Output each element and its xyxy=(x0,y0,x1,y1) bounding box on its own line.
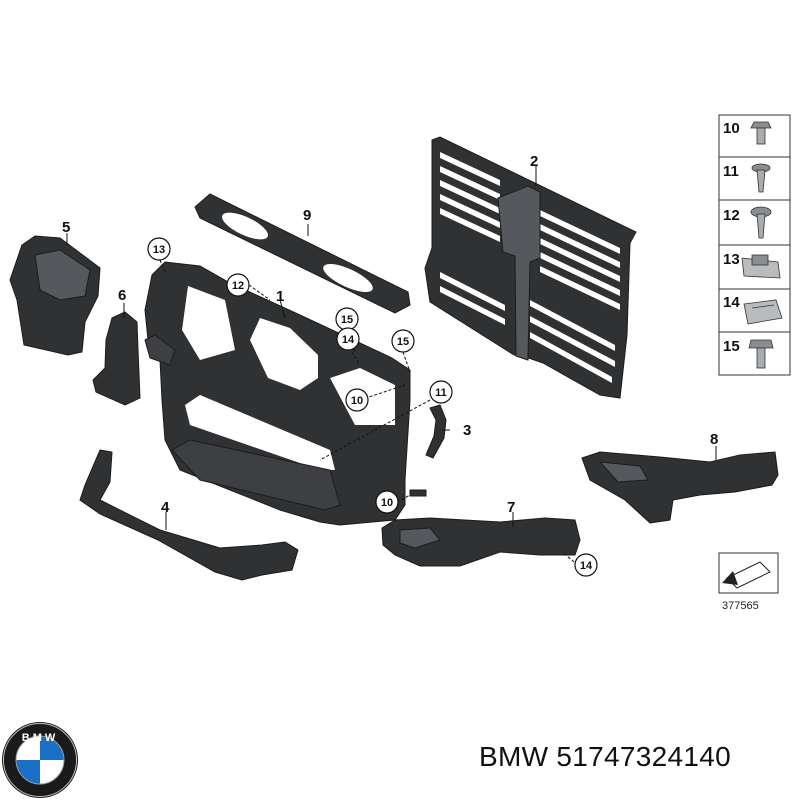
part-7-brake-duct xyxy=(381,517,581,567)
part-4-lower-air-guide xyxy=(79,449,299,581)
circled-callout-14-a: 14 xyxy=(336,327,360,351)
reference-number: 377565 xyxy=(722,600,759,612)
svg-text:15: 15 xyxy=(397,336,409,348)
leader-lines xyxy=(66,166,717,566)
circled-callout-13: 13 xyxy=(147,237,171,261)
screw-11-icon xyxy=(751,163,771,193)
part-5-air-duct-left xyxy=(9,235,101,356)
callout-5: 5 xyxy=(62,219,70,236)
svg-text:15: 15 xyxy=(341,314,353,326)
screw-10-icon xyxy=(750,121,772,145)
circled-callout-11: 11 xyxy=(429,380,453,404)
legend-item-13: 13 xyxy=(723,251,740,268)
legend-item-12: 12 xyxy=(723,207,740,224)
circled-callout-14-b: 14 xyxy=(574,553,598,577)
circled-callout-10-a: 10 xyxy=(345,388,369,412)
reference-symbol xyxy=(718,552,779,594)
callout-6: 6 xyxy=(118,287,126,304)
callout-4: 4 xyxy=(161,499,170,516)
svg-text:14: 14 xyxy=(580,560,593,572)
circled-callout-15-a: 15 xyxy=(335,307,359,331)
circled-callout-15-b: 15 xyxy=(391,329,415,353)
part-1-front-carrier xyxy=(144,261,411,526)
svg-text:10: 10 xyxy=(351,395,363,407)
spring-clip-14-icon xyxy=(743,299,783,325)
screw-15-icon xyxy=(748,339,774,369)
callout-1: 1 xyxy=(276,288,284,305)
fastener-legend: 10 11 12 13 14 15 xyxy=(718,114,791,376)
svg-text:10: 10 xyxy=(381,497,393,509)
legend-item-10: 10 xyxy=(723,120,740,137)
circled-callout-10-b: 10 xyxy=(375,490,399,514)
clip-nut-13-icon xyxy=(741,254,781,279)
legend-item-11: 11 xyxy=(723,163,739,180)
legend-item-15: 15 xyxy=(723,338,740,355)
part-8-air-duct-right xyxy=(581,451,779,524)
part-2-shutter-frame xyxy=(424,136,637,399)
callout-9: 9 xyxy=(303,207,311,224)
part-6-bracket xyxy=(92,311,141,406)
circled-callout-12: 12 xyxy=(226,273,250,297)
svg-text:14: 14 xyxy=(342,334,355,346)
part-number-caption: BMW 51747324140 xyxy=(479,741,732,772)
screw-12-icon xyxy=(750,206,772,239)
callout-3: 3 xyxy=(463,422,471,439)
part-3-side-bracket xyxy=(425,404,447,459)
svg-text:11: 11 xyxy=(435,387,447,399)
fastener-10-lower xyxy=(409,489,427,497)
bmw-logo: BMW xyxy=(2,722,78,798)
callout-7: 7 xyxy=(507,499,515,516)
legend-item-14: 14 xyxy=(723,294,740,311)
callout-2: 2 xyxy=(530,153,538,170)
svg-text:12: 12 xyxy=(232,280,244,292)
svg-text:13: 13 xyxy=(153,244,165,256)
callout-8: 8 xyxy=(710,431,718,448)
part-9-upper-cover xyxy=(194,193,411,314)
svg-text:BMW: BMW xyxy=(22,732,59,744)
